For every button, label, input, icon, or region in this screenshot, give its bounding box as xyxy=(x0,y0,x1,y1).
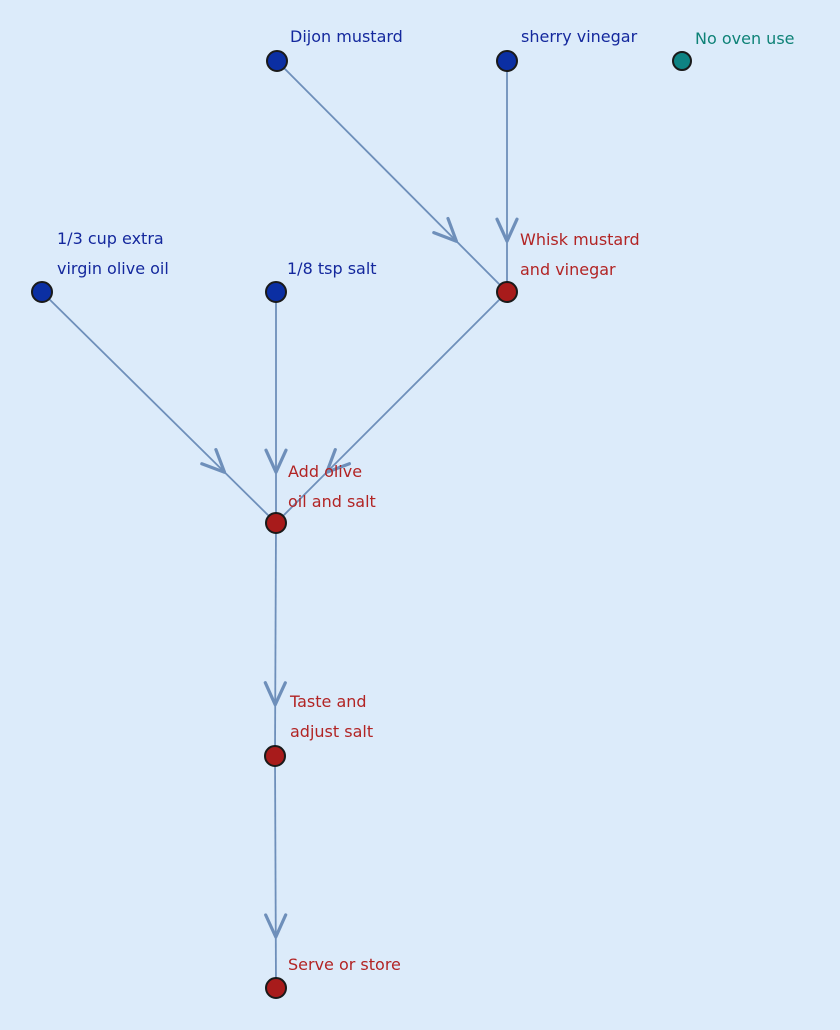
arrowhead-sherry-vinegar-to-whisk-mustard-and-vinegar xyxy=(495,217,519,243)
node-label-salt: 1/8 tsp salt xyxy=(287,259,377,278)
node-taste-and-adjust-salt xyxy=(264,745,286,767)
edge-taste-and-adjust-salt-to-serve-or-store xyxy=(274,755,277,989)
nodes-layer xyxy=(31,50,692,999)
arrowhead-add-olive-oil-and-salt-to-taste-and-adjust-salt xyxy=(263,681,287,707)
node-label-add-olive-oil-and-salt-line-2: oil and salt xyxy=(288,492,376,511)
edge-add-olive-oil-and-salt-to-taste-and-adjust-salt xyxy=(274,522,277,757)
edge-dijon-mustard-to-whisk-mustard-and-vinegar xyxy=(276,60,508,293)
node-salt xyxy=(265,281,287,303)
node-label-whisk-mustard-and-vinegar-line-1: Whisk mustard xyxy=(520,230,640,249)
arrowheads-layer xyxy=(200,216,519,939)
labels-layer: Dijon mustard sherry vinegar 1/3 cup extra… xyxy=(57,27,795,974)
edge-whisk-mustard-and-vinegar-to-add-olive-oil-and-salt xyxy=(275,291,508,524)
arrowhead-whisk-mustard-and-vinegar-to-add-olive-oil-and-salt xyxy=(325,448,351,474)
node-label-no-oven-use: No oven use xyxy=(695,29,795,48)
node-label-taste-and-adjust-salt-line-2: adjust salt xyxy=(290,722,373,741)
arrowhead-salt-to-add-olive-oil-and-salt xyxy=(264,448,288,474)
node-label-serve-or-store: Serve or store xyxy=(288,955,401,974)
node-label-olive-oil-line-2: virgin olive oil xyxy=(57,259,169,278)
node-no-oven-use xyxy=(672,51,692,71)
arrowhead-olive-oil-to-add-olive-oil-and-salt xyxy=(200,448,227,474)
node-label-sherry-vinegar: sherry vinegar xyxy=(521,27,638,46)
node-serve-or-store xyxy=(265,977,287,999)
edges-layer xyxy=(41,60,508,989)
arrowhead-dijon-mustard-to-whisk-mustard-and-vinegar xyxy=(432,216,458,243)
node-olive-oil xyxy=(31,281,53,303)
edge-olive-oil-to-add-olive-oil-and-salt xyxy=(41,291,277,524)
node-label-dijon-mustard: Dijon mustard xyxy=(290,27,403,46)
node-sherry-vinegar xyxy=(496,50,518,72)
node-whisk-mustard-and-vinegar xyxy=(496,281,518,303)
node-add-olive-oil-and-salt xyxy=(265,512,287,534)
node-label-olive-oil-line-1: 1/3 cup extra xyxy=(57,229,164,248)
node-label-taste-and-adjust-salt-line-1: Taste and xyxy=(289,692,367,711)
node-label-add-olive-oil-and-salt-line-1: Add olive xyxy=(288,462,362,481)
arrowhead-taste-and-adjust-salt-to-serve-or-store xyxy=(264,913,288,939)
node-dijon-mustard xyxy=(266,50,288,72)
node-label-whisk-mustard-and-vinegar-line-2: and vinegar xyxy=(520,260,616,279)
